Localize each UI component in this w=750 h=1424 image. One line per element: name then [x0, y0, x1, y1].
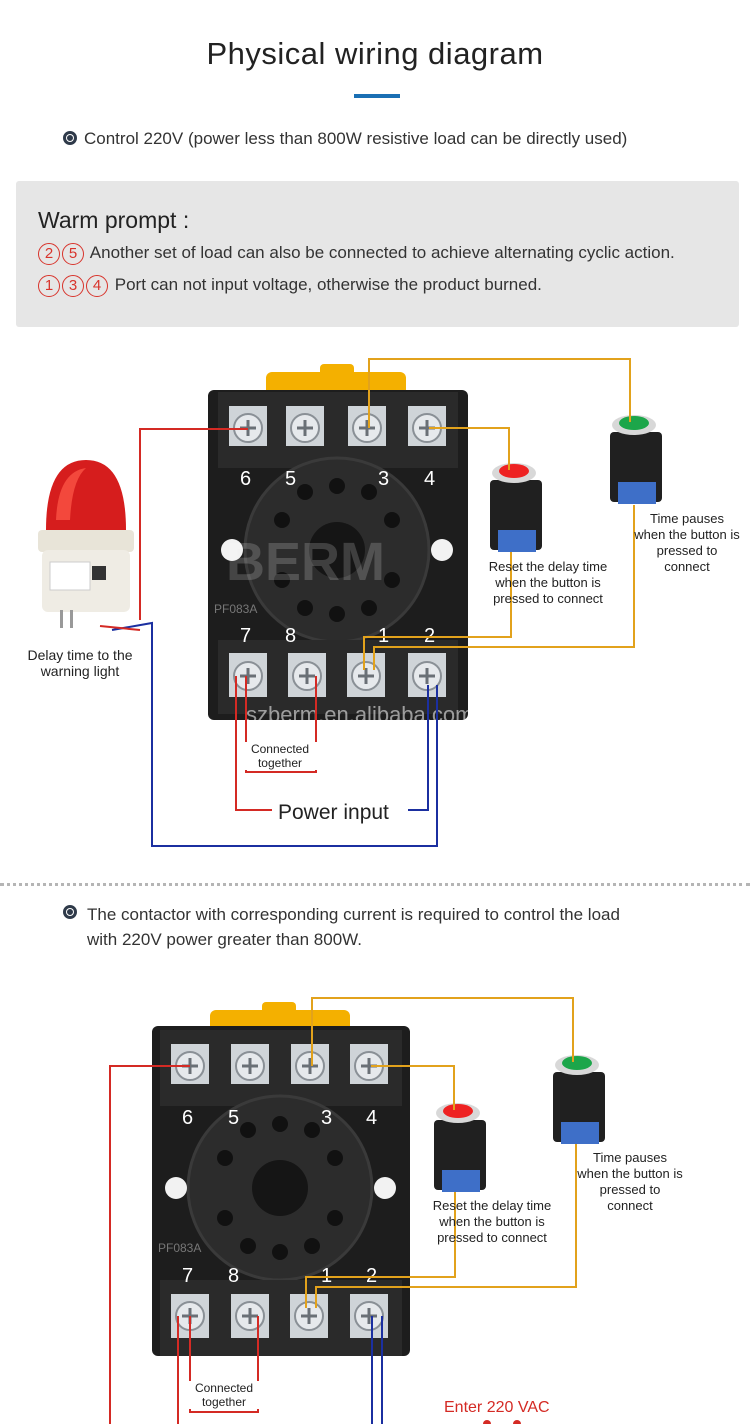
- section2-text: The contactor with corresponding current…: [87, 905, 620, 949]
- warm-prompt-text: Port can not input voltage, otherwise th…: [114, 275, 542, 294]
- red-button-icon: [490, 463, 542, 552]
- connected-label: Connected together: [187, 1381, 261, 1409]
- red-button-icon: [434, 1103, 486, 1192]
- relay-socket: 6 5 3 4 7 8 1 2 PF083A: [152, 1002, 410, 1356]
- terminal-label: 5: [228, 1107, 239, 1129]
- terminal-label: 4: [424, 468, 435, 490]
- red-button-label: Reset the delay time when the button is …: [488, 559, 608, 606]
- terminal-label: 7: [240, 625, 251, 647]
- enter-voltage-label: Enter 220 VAC: [444, 1399, 550, 1416]
- watermark-brand: BERM: [226, 532, 385, 592]
- terminal-label: 8: [228, 1265, 239, 1287]
- terminal-screws-top: [229, 406, 446, 446]
- circled-number: 2: [38, 243, 60, 265]
- warning-light-icon: [38, 460, 134, 628]
- green-button-icon: [553, 1055, 605, 1144]
- terminal-label: 3: [378, 468, 389, 490]
- warm-prompt-box: [16, 181, 739, 327]
- warm-prompt-title: Warm prompt :: [38, 207, 190, 233]
- light-label: Delay time to the warning light: [27, 647, 133, 679]
- warm-prompt-text: Another set of load can also be connecte…: [89, 243, 675, 262]
- terminal-label: 5: [285, 468, 296, 490]
- power-input-label: Power input: [278, 801, 389, 824]
- relay-socket: 6 5 3 4 7 8 1 2 PF083A BERM szberm.en.al…: [208, 364, 473, 727]
- wiring-diagram-2: 6 5 3 4 7 8 1 2 PF083A: [109, 997, 605, 1424]
- circled-number: 1: [38, 275, 60, 297]
- terminal-label: 3: [321, 1107, 332, 1129]
- connected-label: Connected together: [243, 742, 317, 770]
- watermark-url: szberm.en.alibaba.com: [246, 702, 473, 727]
- terminal-label: 6: [240, 468, 251, 490]
- circled-number: 4: [86, 275, 108, 297]
- section1-text: Control 220V (power less than 800W resis…: [84, 129, 628, 148]
- wiring-diagram-1: 6 5 3 4 7 8 1 2 PF083A BERM szberm.en.al…: [38, 358, 662, 847]
- bullet-icon: [63, 905, 77, 919]
- terminal-label: 7: [182, 1265, 193, 1287]
- terminal-screws-bottom: [229, 653, 446, 697]
- socket-model: PF083A: [158, 1241, 201, 1255]
- terminal-screws-top: [171, 1044, 388, 1084]
- terminal-label: 8: [285, 625, 296, 647]
- green-button-label: Time pauses when the button is pressed t…: [577, 1150, 683, 1213]
- circled-number: 3: [62, 275, 84, 297]
- terminal-label: 6: [182, 1107, 193, 1129]
- terminal-label: 4: [366, 1107, 377, 1129]
- green-button-icon: [610, 415, 662, 504]
- page-title: Physical wiring diagram: [206, 36, 544, 71]
- bullet-icon: [63, 131, 77, 145]
- section-divider: [0, 883, 750, 886]
- socket-model: PF083A: [214, 602, 257, 616]
- green-button-label: Time pauses when the button is pressed t…: [634, 511, 740, 574]
- title-underline: [354, 94, 400, 98]
- circled-number: 5: [62, 243, 84, 265]
- red-button-label: Reset the delay time when the button is …: [432, 1198, 552, 1245]
